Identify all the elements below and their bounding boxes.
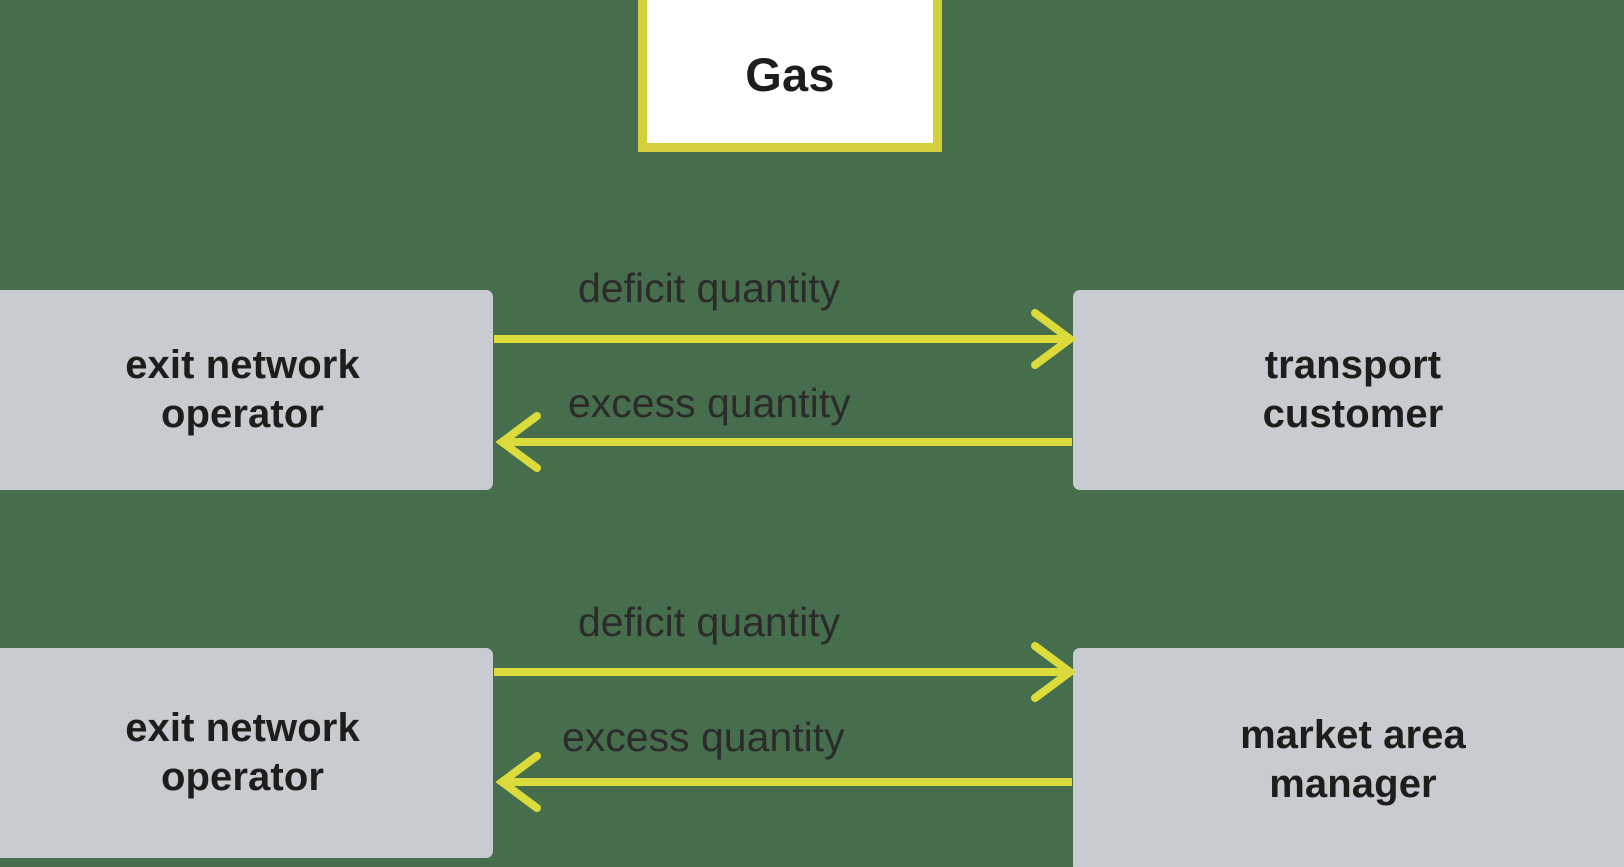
node-label-line1: exit network [125,706,360,751]
node-label-line2: manager [1269,762,1437,806]
node-label-line2: operator [160,755,325,799]
node-label: exit network operator [111,704,374,802]
arrow-label-top-excess-quantity: excess quantity [568,380,851,426]
node-label-line2: customer [1262,392,1444,436]
node-exit-network-operator-bottom: exit network operator [0,648,493,858]
arrow-bottom-excess-quantity [495,752,1072,812]
node-label: market area manager [1226,711,1480,809]
arrow-label-bottom-deficit-quantity: deficit quantity [578,599,841,645]
node-label-line1: exit network [125,343,360,388]
title-box: Gas [638,0,942,152]
node-label-line2: operator [160,392,325,436]
arrow-label-bottom-excess-quantity: excess quantity [562,714,845,760]
node-label: transport customer [1249,341,1458,439]
node-exit-network-operator-top: exit network operator [0,290,493,490]
arrow-bottom-deficit-quantity [494,642,1077,702]
node-market-area-manager: market area manager [1073,648,1624,867]
arrow-top-deficit-quantity [494,309,1077,369]
node-label: exit network operator [111,341,374,439]
title-label: Gas [745,47,835,101]
node-label-line1: transport [1264,343,1442,388]
node-label-line1: market area [1240,713,1466,758]
arrow-label-top-deficit-quantity: deficit quantity [578,265,841,311]
node-transport-customer: transport customer [1073,290,1624,490]
